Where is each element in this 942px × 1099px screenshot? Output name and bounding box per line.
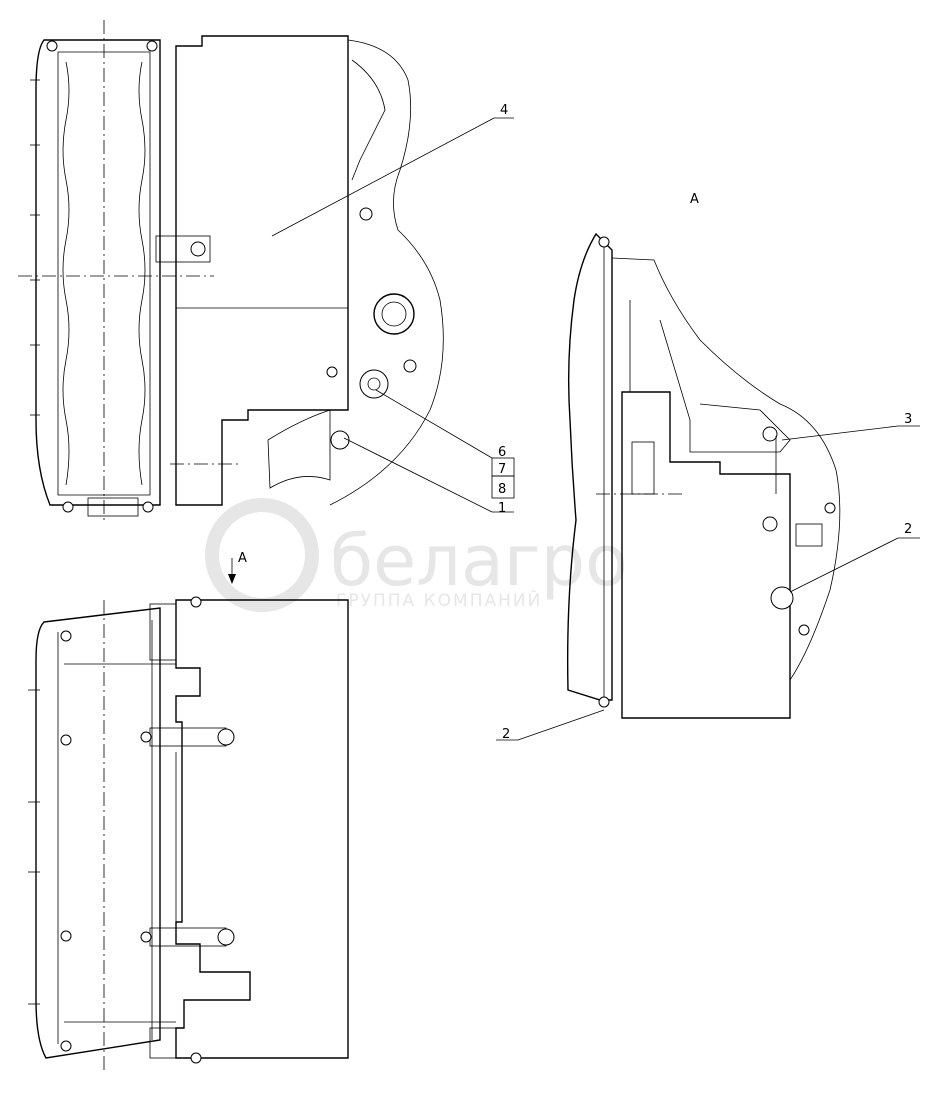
bolt [403,359,417,373]
bolt [598,236,610,248]
section-label-a: A [238,551,247,566]
callout-3: 3 [904,412,912,427]
bolt [190,241,206,257]
bolt [140,931,152,943]
radiator-side-frame [35,607,161,1059]
watermark-logo-ring [205,498,319,612]
bolt [60,734,72,746]
fan-housing [621,391,791,719]
callout-6: 6 [498,445,506,460]
watermark-brand: белагро [330,520,628,602]
bolt [762,426,778,442]
bolt [190,596,202,608]
watermark: белагро ГРУППА КОМПАНИЙ [205,498,628,612]
engine-contour-a [611,257,841,681]
bolt [60,1040,72,1052]
bolt [46,40,58,52]
callout-4: 4 [500,103,508,118]
bolt [60,630,72,642]
bolt [598,696,610,708]
bolt [326,366,338,378]
callout-2-bottom: 2 [502,727,510,742]
callout-box-8 [491,475,515,499]
bolt [190,1052,202,1064]
bolt [62,501,74,513]
callout-1: 1 [498,501,506,516]
bolt [217,928,235,946]
leader-lines [271,117,920,741]
callout-8: 8 [498,482,506,497]
side-view-assembly [28,596,349,1070]
top-view-assembly: A [18,20,444,584]
view-a-label: A [690,192,699,207]
bolt [140,731,152,743]
bolt [146,40,158,52]
bolt [217,728,235,746]
housing-4 [175,35,349,506]
bolt [142,501,154,513]
housing-side [175,599,349,1059]
bolt [798,624,810,636]
bolt [824,502,836,514]
engine-outline [329,39,444,506]
radiator-frame [35,39,161,506]
bolt-2 [770,586,794,610]
watermark-subtitle: ГРУППА КОМПАНИЙ [336,589,542,611]
callout-2-right: 2 [904,522,912,537]
bolt [359,207,373,221]
bolt [60,930,72,942]
view-a-assembly: A [566,192,841,719]
radiator-curved-tank [566,232,613,701]
pulley [373,293,415,335]
mount-bolt-1 [330,430,350,450]
callouts: 4 6 7 8 1 3 2 2 [498,103,912,742]
mount-bolt-6 [359,369,389,399]
bolt [762,516,778,532]
callout-7: 7 [498,462,506,477]
